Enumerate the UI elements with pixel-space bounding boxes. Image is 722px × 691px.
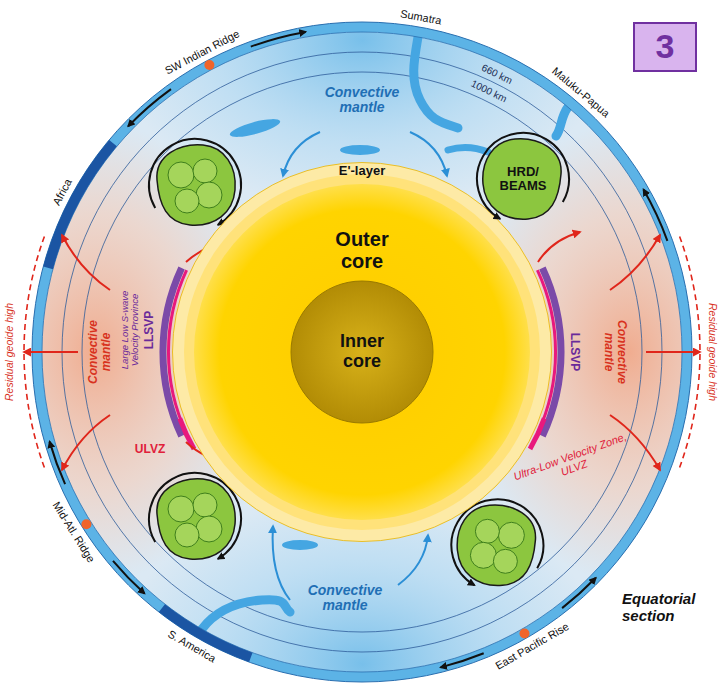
ridge-label: East Pacific Rise bbox=[493, 621, 571, 673]
province-label: Large Low S-wave Velocity Province bbox=[120, 285, 141, 375]
inner-core-circle: Inner core bbox=[290, 280, 434, 424]
outer-core-circle: Outer coreInner core bbox=[172, 162, 552, 542]
ridge-label: Mid-Atl. Ridge bbox=[50, 500, 97, 565]
figure-caption: Equatorial section bbox=[622, 590, 717, 625]
node-text: HRD/ BEAMS bbox=[493, 165, 553, 194]
place-label: Maluku-Papua bbox=[549, 64, 611, 119]
geoid-label: Residual geoide high bbox=[706, 303, 718, 401]
zone-label: ULVZ bbox=[135, 443, 165, 456]
province-label: LLSVP bbox=[143, 311, 156, 350]
node-text: Outer core bbox=[322, 228, 402, 272]
region-label: Convective mantle bbox=[303, 583, 387, 614]
layer-label: E'-layer bbox=[339, 164, 385, 178]
region-label: Convective mantle bbox=[320, 85, 404, 116]
figure-number-box: 3 bbox=[633, 22, 697, 72]
zone-label: Ultra-Low Velocity Zone, ULVZ bbox=[504, 428, 639, 497]
ridge-label: SW Indian Ridge bbox=[163, 27, 242, 76]
place-label: Sumatra bbox=[400, 8, 443, 27]
hrd-beams-blob: HRD/ BEAMS bbox=[473, 129, 573, 229]
hrd-beams-blobs bbox=[149, 139, 543, 586]
continent-label: S. America bbox=[166, 628, 218, 665]
geoid-label: Residual geoide high bbox=[4, 303, 16, 401]
plate-motion-arrows bbox=[50, 32, 668, 668]
continent-label: Africa bbox=[50, 177, 74, 208]
node-text: Inner core bbox=[322, 332, 402, 372]
node-text: 3 bbox=[656, 28, 675, 65]
province-label: LLSVP bbox=[567, 333, 580, 372]
rim bbox=[32, 22, 692, 682]
region-label: Convective mantle bbox=[602, 316, 628, 388]
region-label: Convective mantle bbox=[87, 316, 113, 388]
